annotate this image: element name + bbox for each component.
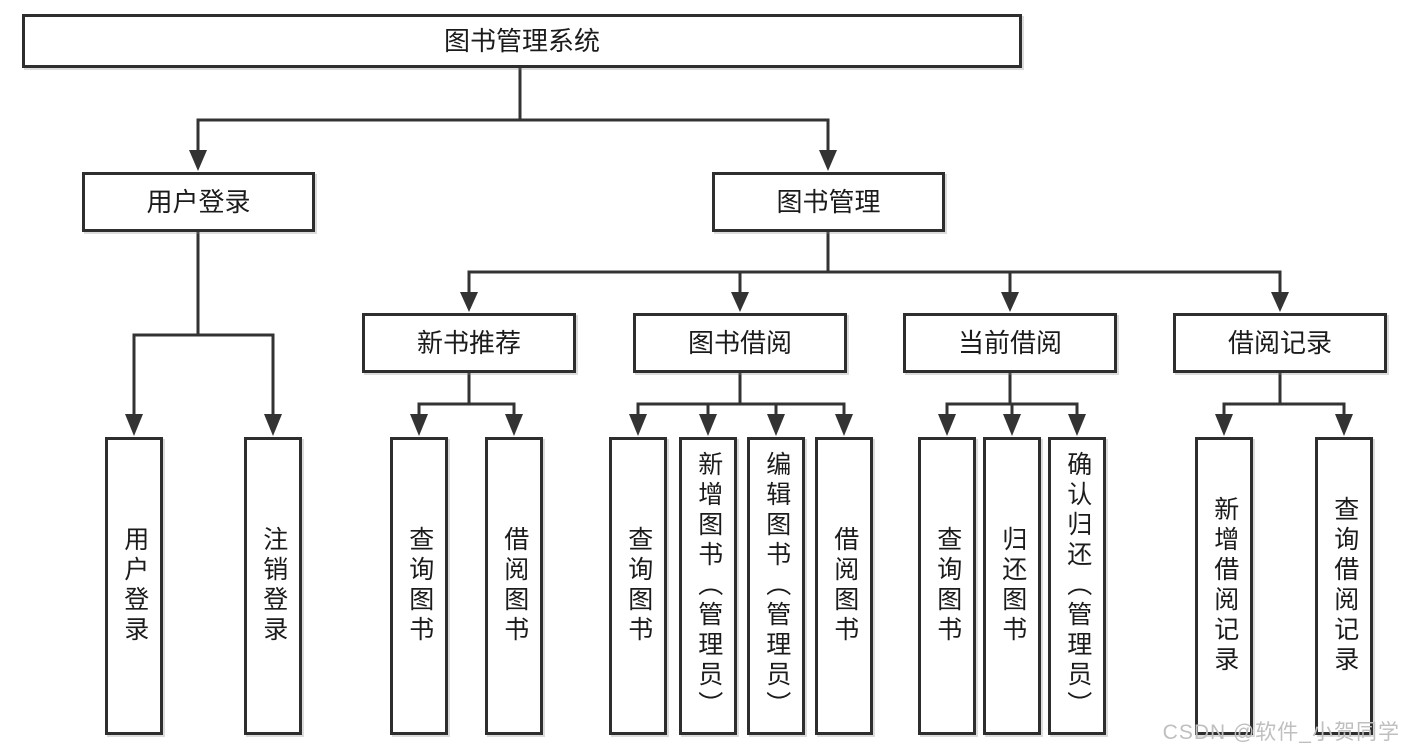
leaf-add-borrow-record: 新增借阅记录 xyxy=(1195,437,1253,735)
leaf-confirm-return-admin: 确认归还（管理员） xyxy=(1048,437,1106,735)
csdn-watermark: CSDN @软件_小贺同学 xyxy=(1162,721,1400,744)
leaf-query-books-current: 查询图书 xyxy=(918,437,976,735)
edges-new-book-recommend xyxy=(410,371,523,436)
leaf-logout: 注销登录 xyxy=(244,437,302,735)
edges-book-borrow xyxy=(629,371,853,436)
leaf-return-book: 归还图书 xyxy=(983,437,1041,735)
leaf-borrow-books-recommend-label: 借阅图书 xyxy=(500,526,529,646)
leaf-borrow-books-recommend: 借阅图书 xyxy=(485,437,543,735)
leaf-query-borrow-record: 查询借阅记录 xyxy=(1315,437,1373,735)
leaf-add-book-admin-label: 新增图书（管理员） xyxy=(694,451,723,721)
node-borrow-records-label: 借阅记录 xyxy=(1227,328,1332,358)
node-new-book-recommend: 新书推荐 xyxy=(362,313,576,373)
leaf-add-book-admin: 新增图书（管理员） xyxy=(679,437,737,735)
leaf-query-books-recommend-label: 查询图书 xyxy=(405,526,434,646)
leaf-query-books-current-label: 查询图书 xyxy=(933,526,962,646)
leaf-query-books-borrow-label: 查询图书 xyxy=(624,526,653,646)
edges-user-login xyxy=(125,231,282,436)
leaf-logout-label: 注销登录 xyxy=(259,526,288,646)
node-user-login-label: 用户登录 xyxy=(146,187,251,217)
leaf-query-books-recommend: 查询图书 xyxy=(390,437,448,735)
node-root: 图书管理系统 xyxy=(22,14,1022,68)
node-borrow-records: 借阅记录 xyxy=(1173,313,1387,373)
node-book-borrow-label: 图书借阅 xyxy=(687,328,792,358)
node-user-login: 用户登录 xyxy=(82,172,315,232)
node-current-borrow: 当前借阅 xyxy=(903,313,1117,373)
leaf-user-login-label: 用户登录 xyxy=(120,526,149,646)
edges-root-to-level2 xyxy=(189,68,837,171)
leaf-user-login: 用户登录 xyxy=(105,437,163,735)
node-book-management-label: 图书管理 xyxy=(776,187,881,217)
leaf-confirm-return-admin-label: 确认归还（管理员） xyxy=(1063,451,1092,721)
leaf-edit-book-admin-label: 编辑图书（管理员） xyxy=(762,451,791,721)
node-book-borrow: 图书借阅 xyxy=(633,313,847,373)
leaf-add-borrow-record-label: 新增借阅记录 xyxy=(1210,496,1239,676)
edges-book-management xyxy=(460,231,1289,312)
leaf-borrow-books-2-label: 借阅图书 xyxy=(830,526,859,646)
leaf-borrow-books-2: 借阅图书 xyxy=(815,437,873,735)
node-current-borrow-label: 当前借阅 xyxy=(957,328,1062,358)
node-new-book-recommend-label: 新书推荐 xyxy=(416,328,521,358)
node-book-management: 图书管理 xyxy=(712,172,945,232)
leaf-query-borrow-record-label: 查询借阅记录 xyxy=(1330,496,1359,676)
leaf-query-books-borrow: 查询图书 xyxy=(609,437,667,735)
node-root-label: 图书管理系统 xyxy=(443,26,600,56)
leaf-edit-book-admin: 编辑图书（管理员） xyxy=(747,437,805,735)
leaf-return-book-label: 归还图书 xyxy=(998,526,1027,646)
edges-borrow-records xyxy=(1215,371,1353,436)
edges-current-borrow xyxy=(938,371,1086,436)
